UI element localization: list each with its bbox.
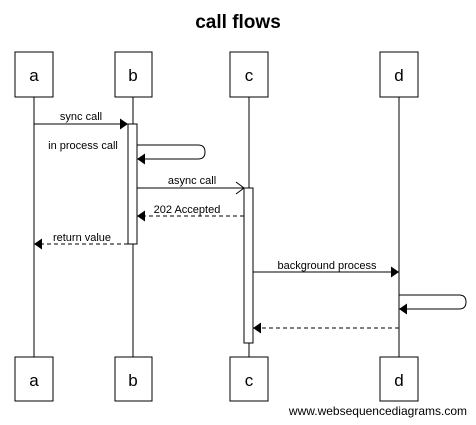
actor-top-c: c (229, 51, 269, 98)
actor-label: d (394, 371, 403, 390)
footer-watermark: www.websequencediagrams.com (288, 404, 467, 418)
actor-label: b (128, 66, 137, 85)
actor-label: c (245, 66, 254, 85)
activation-b (127, 123, 138, 245)
message-label: return value (53, 232, 111, 244)
actor-label: c (245, 371, 254, 390)
actor-bottom-c: c (229, 356, 269, 402)
message-d-to-c (253, 322, 399, 334)
arrowhead-filled (391, 266, 399, 278)
arrowhead-open (235, 181, 245, 195)
message-sync-call: sync call (34, 111, 128, 130)
message-return-value: return value (34, 232, 128, 250)
message-label: 202 Accepted (154, 204, 221, 216)
actor-label: a (29, 66, 39, 85)
message-label: in process call (48, 140, 118, 152)
diagram-title: call flows (195, 12, 281, 33)
message-label: async call (168, 175, 216, 187)
arrowhead-filled (137, 153, 145, 165)
activation-c (243, 187, 254, 344)
arrowhead-filled (120, 118, 128, 130)
actor-label: a (29, 371, 39, 390)
message-202-accepted: 202 Accepted (137, 204, 244, 222)
arrowhead-filled (137, 210, 145, 222)
arrowhead-filled (399, 303, 407, 315)
actor-top-d: d (379, 51, 419, 98)
message-in-process-call: in process call (48, 140, 206, 165)
message-async-call: async call (137, 175, 245, 195)
actor-label: b (128, 371, 137, 390)
message-d-self (399, 294, 467, 315)
arrowhead-filled (34, 238, 42, 250)
actor-bottom-b: b (114, 356, 153, 402)
actor-bottom-a: a (14, 356, 54, 402)
actor-top-a: a (14, 51, 54, 98)
message-label: sync call (60, 111, 102, 123)
actor-top-b: b (114, 51, 153, 98)
actor-bottom-d: d (379, 356, 419, 402)
actor-label: d (394, 66, 403, 85)
arrowhead-filled (253, 322, 261, 334)
message-background-process: background process (253, 260, 399, 278)
message-label: background process (277, 260, 377, 272)
